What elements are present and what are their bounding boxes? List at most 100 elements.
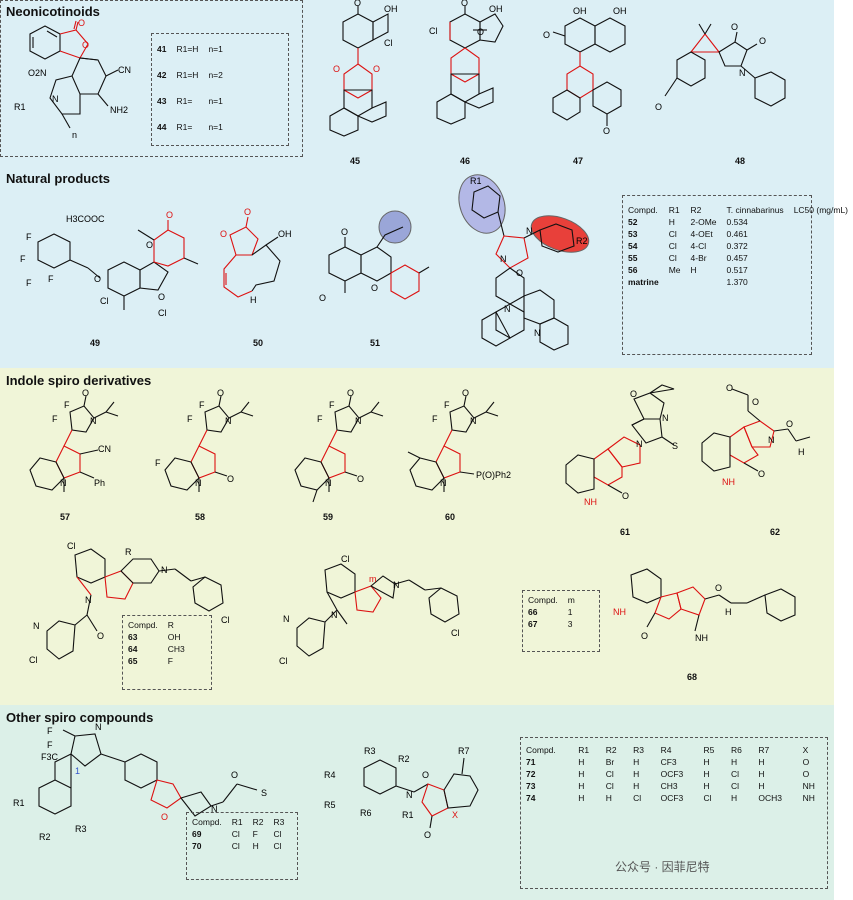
svg-text:F: F xyxy=(47,740,53,750)
table-cell: Cl xyxy=(730,769,740,779)
section-title-indole: Indole spiro derivatives xyxy=(6,373,152,388)
table-header-cell: R1 xyxy=(668,205,680,215)
table-cell xyxy=(664,276,686,288)
svg-text:O: O xyxy=(786,419,793,429)
table-header-cell: X xyxy=(802,745,809,755)
table-cell: 56 xyxy=(628,265,638,275)
table-cell: H xyxy=(668,217,675,227)
table-cell: 3 xyxy=(567,619,573,629)
svg-text:N: N xyxy=(225,416,232,426)
svg-text:F: F xyxy=(199,400,205,410)
table-header-cell: Compd. xyxy=(128,620,158,630)
table-cell: H xyxy=(758,781,765,791)
table-header-cell: m xyxy=(567,595,575,605)
svg-text:O: O xyxy=(244,207,251,217)
table-header-cell: R3 xyxy=(633,745,645,755)
table-cell: 2-OMe xyxy=(690,217,717,227)
table-cell: NH xyxy=(802,793,815,803)
table-cell: Cl xyxy=(633,793,642,803)
svg-text:NH: NH xyxy=(584,497,597,507)
section-title-other: Other spiro compounds xyxy=(6,710,154,725)
svg-text:F: F xyxy=(47,726,53,736)
svg-text:N: N xyxy=(60,478,67,488)
panel-natural-products xyxy=(0,168,834,368)
svg-text:O: O xyxy=(217,388,224,398)
structure-66-67: Cl m N Cl N N Cl xyxy=(279,554,460,666)
label-46: 46 xyxy=(459,156,470,166)
structure-47: OH OH O O xyxy=(543,6,627,136)
svg-text:H: H xyxy=(798,447,805,457)
svg-text:N: N xyxy=(355,416,362,426)
table-cell: Cl xyxy=(273,841,282,851)
svg-text:O: O xyxy=(78,18,85,28)
svg-text:R2: R2 xyxy=(398,754,410,764)
svg-text:N: N xyxy=(325,478,332,488)
table-cell: Cl xyxy=(703,793,712,803)
table-header-cell: Compd. xyxy=(528,595,558,605)
structure-61: O N S N NH O xyxy=(565,384,678,507)
table-cell: Cl xyxy=(668,241,677,251)
svg-text:N: N xyxy=(406,790,413,800)
table-header-cell: R1 xyxy=(578,745,590,755)
table-cell: OCH3 xyxy=(758,793,783,803)
svg-text:N: N xyxy=(440,478,447,488)
structure-49: F F F F O H3COOC O O O Cl Cl xyxy=(20,210,199,318)
structure-48: O O N O xyxy=(655,22,786,112)
table-cell: Cl xyxy=(273,829,282,839)
svg-text:O: O xyxy=(357,474,364,484)
svg-text:R1: R1 xyxy=(14,102,26,112)
svg-text:m: m xyxy=(369,574,377,584)
table-cell: 64 xyxy=(128,644,138,654)
svg-text:O: O xyxy=(354,0,361,8)
table-cell: n=1 xyxy=(208,96,223,106)
svg-text:F3C: F3C xyxy=(41,752,59,762)
svg-text:OH: OH xyxy=(573,6,587,16)
structure-60: F F O N P(O)Ph2 N xyxy=(407,388,511,492)
table-cell: F xyxy=(167,656,173,666)
svg-text:P(O)Ph2: P(O)Ph2 xyxy=(476,470,511,480)
svg-text:O: O xyxy=(726,383,733,393)
svg-text:O: O xyxy=(347,388,354,398)
table-cell: H xyxy=(633,757,640,767)
table-cell: H xyxy=(578,757,585,767)
svg-text:F: F xyxy=(26,278,32,288)
table-cell: NH xyxy=(802,781,815,791)
svg-text:F: F xyxy=(187,414,193,424)
svg-text:F: F xyxy=(329,400,335,410)
table-cell: Br xyxy=(605,757,615,767)
svg-text:R3: R3 xyxy=(364,746,376,756)
table-cell: H xyxy=(633,769,640,779)
table-cell: R1= xyxy=(176,122,193,132)
label-57: 57 xyxy=(59,512,70,522)
table-cell: OCF3 xyxy=(660,769,684,779)
svg-text:N: N xyxy=(393,580,400,590)
svg-text:F: F xyxy=(20,254,26,264)
svg-text:N: N xyxy=(161,565,168,575)
structure-45: O OH Cl O O xyxy=(329,0,398,137)
svg-text:H: H xyxy=(725,607,732,617)
svg-text:Cl: Cl xyxy=(451,628,460,638)
svg-text:OH: OH xyxy=(384,4,398,14)
table-cell xyxy=(686,276,722,288)
svg-text:O: O xyxy=(94,274,101,284)
table-cell: H xyxy=(578,781,585,791)
label-59: 59 xyxy=(322,512,333,522)
table-cell: 4-Br xyxy=(690,253,707,263)
table-cell: H xyxy=(578,793,585,803)
table-header-cell: Compd. xyxy=(526,745,556,755)
svg-text:R4: R4 xyxy=(324,770,336,780)
structure-63-65: Cl R N Cl N N Cl O xyxy=(29,541,230,665)
table-cell: R1= xyxy=(176,96,193,106)
table-cell: CF3 xyxy=(660,757,677,767)
table-cell: H xyxy=(703,757,710,767)
table-cell: n=1 xyxy=(208,44,223,54)
table-cell: H xyxy=(703,781,710,791)
table-cell: 71 xyxy=(526,757,536,767)
svg-text:O: O xyxy=(752,397,759,407)
